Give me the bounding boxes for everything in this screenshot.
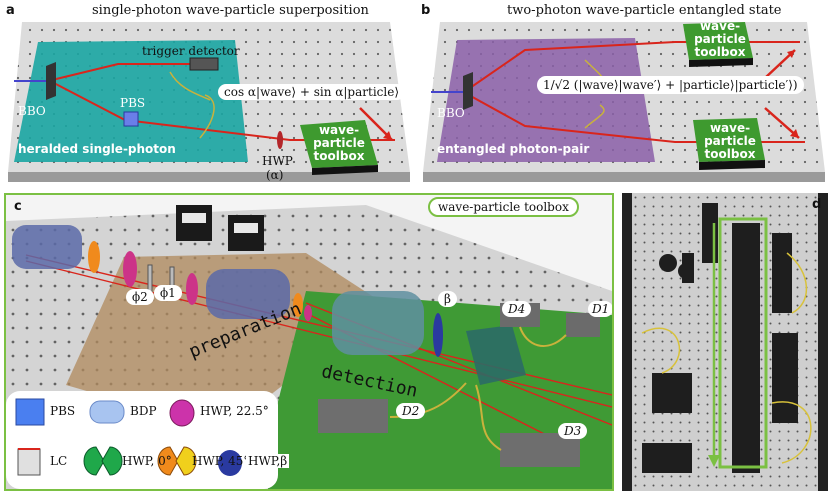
legend-hwp45-icon xyxy=(157,446,179,476)
entangled-formula: 1/√2 (|wave⟩|wave′⟩ + |particle⟩|particl… xyxy=(537,76,804,94)
phi2-label: ϕ2 xyxy=(126,289,154,305)
legend-hwp45-label: HWP, 45° xyxy=(192,454,250,468)
panel-title-b: two-photon wave-particle entangled state xyxy=(507,3,782,18)
panel-c-drawing xyxy=(6,205,612,489)
legend-lc-label: LC xyxy=(50,454,68,468)
pbs-cube-a xyxy=(123,111,139,127)
entangled-label: entangled photon-pair xyxy=(437,142,590,156)
legend-bdp-label: BDP xyxy=(130,404,157,418)
panel-d: d xyxy=(622,193,828,491)
toolbox-label-a: wave- particle toolbox xyxy=(313,123,365,163)
panel-letter-b: b xyxy=(421,3,431,18)
superposition-formula: cos α|wave⟩ + sin α|particle⟩ xyxy=(218,84,405,100)
bbo-crystal-a xyxy=(46,62,56,100)
entangled-area xyxy=(437,38,655,162)
pbs-cube-c xyxy=(466,325,526,385)
bdp-cylinder-3 xyxy=(332,291,424,355)
phi1-label: ϕ1 xyxy=(154,285,182,301)
legend-box xyxy=(6,391,278,489)
d1-label: D1 xyxy=(588,301,612,317)
bbo-label-a: BBO xyxy=(18,104,46,118)
legend-lc-icon xyxy=(17,448,41,476)
panel-c: c wave-particle toolbox ϕ2 ϕ1 β preparat… xyxy=(4,193,614,491)
panel-b-drawing xyxy=(423,22,825,182)
hwp-angle-label: (α) xyxy=(266,168,284,182)
trigger-detector-label: trigger detector xyxy=(142,44,240,58)
d2-label: D2 xyxy=(396,403,426,419)
toolbox-box-a xyxy=(300,120,378,168)
legend-hwp225-icon xyxy=(169,399,195,427)
panel-letter-a: a xyxy=(6,3,15,18)
hwp-alpha xyxy=(277,131,283,149)
legend-hwp0-label: HWP, 0° xyxy=(122,454,172,468)
d4-label: D4 xyxy=(502,301,532,317)
toolbox-highlight-frame xyxy=(718,217,768,469)
hwp-225-1 xyxy=(123,251,137,287)
bdp-cylinder-1 xyxy=(12,225,82,269)
beta-label: β xyxy=(438,291,457,307)
hwp-label-a: HWP xyxy=(262,154,293,168)
d3-label: D3 xyxy=(558,423,588,439)
pbs-label-a: PBS xyxy=(120,96,146,110)
panel-letter-c: c xyxy=(14,199,22,214)
beam-trigger xyxy=(51,63,190,81)
legend-hwp225-label: HWP, 22.5° xyxy=(200,404,269,418)
panel-letter-d: d xyxy=(812,197,822,212)
formula-body: (|wave⟩|wave′⟩ + |particle⟩|particle′⟩) xyxy=(573,78,798,92)
trigger-detector-box xyxy=(189,57,219,71)
hwp-beta xyxy=(433,313,443,357)
panel-title-a: single-photon wave-particle superpositio… xyxy=(92,3,369,18)
legend-bdp-icon xyxy=(89,400,125,424)
hwp-45-1 xyxy=(88,241,100,273)
toolbox-label-b-bottom: wave- particle toolbox xyxy=(704,121,756,161)
legend-pbs-label: PBS xyxy=(50,404,76,418)
bbo-crystal-b xyxy=(463,72,473,110)
legend-pbs-icon xyxy=(15,398,45,426)
optical-mounts xyxy=(642,203,798,473)
detector-d1 xyxy=(566,313,600,337)
detector-d2 xyxy=(318,399,388,433)
toolbox-box-b-bottom xyxy=(693,118,765,162)
toolbox-box-b-top xyxy=(683,22,753,60)
heralded-label: heralded single-photon xyxy=(18,142,176,156)
panel-b: b two-photon wave-particle entangled sta… xyxy=(415,0,830,190)
panel-title-c: wave-particle toolbox xyxy=(428,197,579,217)
formula-prefix: 1/√2 xyxy=(543,78,570,92)
hwp-225-2 xyxy=(186,273,198,305)
bbo-label-b: BBO xyxy=(437,106,465,120)
panel-a: a single-photon wave-particle superposit… xyxy=(0,0,415,190)
bdp-cylinder-2 xyxy=(206,269,290,319)
toolbox-label-b-top: wave- particle toolbox xyxy=(694,19,746,59)
legend-hwp0-icon xyxy=(83,446,105,476)
panel-a-drawing xyxy=(8,22,410,182)
panel-d-photo xyxy=(622,193,828,491)
legend-hwpbeta-label: HWP,β xyxy=(246,454,290,468)
legend-hwpbeta-icon xyxy=(218,450,242,476)
